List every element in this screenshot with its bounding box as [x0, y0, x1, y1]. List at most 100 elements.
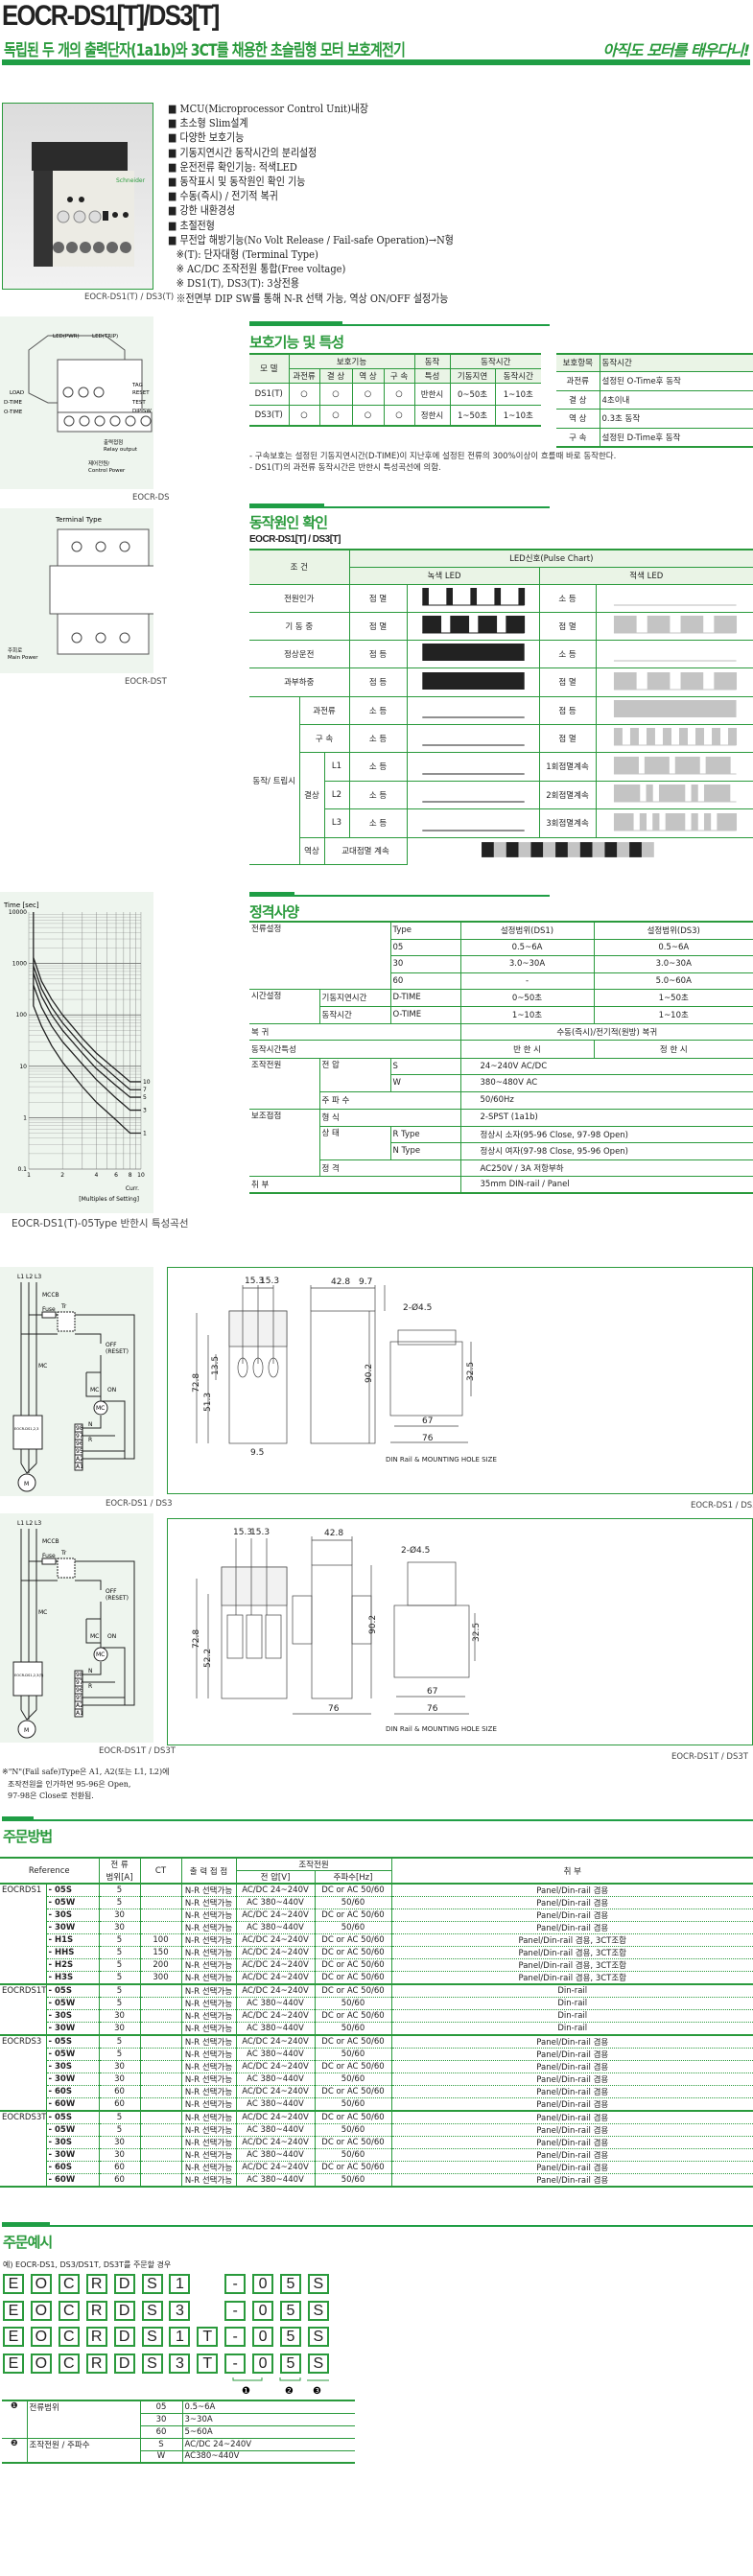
pulse-mark	[644, 756, 651, 774]
cell: 반 한 시	[459, 1039, 595, 1059]
reference-name	[0, 1896, 47, 1909]
cell: 정상시 여자(97-98 Close, 95-96 Open)	[459, 1141, 753, 1160]
wiring-label: MC	[90, 1387, 99, 1393]
pulse-mark	[694, 728, 704, 745]
svg-text:42.8: 42.8	[331, 1277, 350, 1287]
code-box: S	[141, 2327, 163, 2347]
legend-label: 전류범위	[27, 2400, 141, 2439]
mount: Panel/Din-rail 겸용	[391, 2123, 753, 2137]
frequency: 50/60	[315, 2123, 392, 2137]
green-state: 소 등	[348, 808, 408, 838]
contact: N-R 선택가능	[181, 2085, 237, 2098]
pulse-mark	[613, 728, 623, 745]
pulse-mark	[646, 728, 655, 745]
section-heading-cause: 동작원인 확인	[249, 514, 328, 531]
col-power: 조작전원	[236, 1858, 392, 1871]
contact: N-R 선택가능	[181, 2073, 237, 2086]
pulse-mark	[656, 756, 663, 774]
range: 30	[99, 1921, 141, 1934]
green-pulse	[406, 611, 540, 641]
mount: Panel/Din-rail 겸용, 3CT조합	[391, 1958, 753, 1972]
wiring-label: L2	[26, 1274, 33, 1280]
wiring-label: MCCB	[42, 1292, 59, 1299]
cell: 설정된 O-Time후 동작	[599, 370, 753, 391]
voltage: AC/DC 24~240V	[236, 1946, 316, 1959]
contact: N-R 선택가능	[181, 1921, 237, 1934]
range: 30	[99, 1909, 141, 1922]
code-box: C	[58, 2327, 80, 2347]
cell: ○	[288, 404, 320, 427]
model-code: - 30S	[46, 2009, 100, 2023]
svg-text:2-Ø4.5: 2-Ø4.5	[403, 1302, 432, 1313]
mount: Panel/Din-rail 겸용	[391, 2173, 753, 2188]
mount: Panel/Din-rail 겸용	[391, 2110, 753, 2124]
range: 5	[99, 1883, 141, 1897]
svg-text:76: 76	[328, 1704, 340, 1714]
mount: Panel/Din-rail 겸용, 3CT조합	[391, 1971, 753, 1985]
frequency: DC or AC 50/60	[315, 1909, 392, 1922]
svg-text:출력접점: 출력접점	[104, 438, 123, 446]
col-frequency: 주파수[Hz]	[315, 1870, 392, 1884]
red-state: 점 멸	[538, 667, 597, 697]
reference-name	[0, 1909, 47, 1922]
range: 5	[99, 1958, 141, 1972]
reference-name: EOCRDS3	[0, 2034, 47, 2049]
voltage: AC/DC 24~240V	[236, 1933, 316, 1947]
cell: 0.3초 동작	[599, 408, 753, 429]
code-box: 1	[169, 2327, 191, 2347]
ct	[140, 1997, 182, 2010]
cell: 수동(즉시)/전기적(원방) 복귀	[459, 1022, 753, 1041]
svg-text:15.3: 15.3	[250, 1528, 270, 1537]
red-state: 3회점멸계속	[538, 808, 597, 838]
reference-name: EOCRDS1	[0, 1883, 47, 1897]
range: 30	[99, 2022, 141, 2036]
pulse-mark	[421, 588, 429, 605]
pulse-mark	[613, 616, 625, 633]
cell: ○	[288, 382, 320, 406]
voltage: AC/DC 24~240V	[236, 2110, 316, 2124]
series-label: 3	[143, 1108, 147, 1114]
red-state: 소 등	[538, 639, 597, 668]
frequency: DC or AC 50/60	[315, 1946, 392, 1959]
cell: 5.0~60A	[593, 972, 753, 990]
model-code: - HHS	[46, 1946, 100, 1959]
pulse-mark	[680, 756, 688, 774]
pulse-mark	[729, 812, 737, 831]
condition: 과전류	[298, 695, 350, 725]
wiring-label: MCCB	[42, 1538, 59, 1545]
product-photo: Schneider	[2, 103, 153, 290]
voltage: AC 380~440V	[236, 2123, 316, 2137]
cell: 1~50초	[449, 404, 496, 427]
frequency: 50/60	[315, 1896, 392, 1909]
svg-text:90.2: 90.2	[365, 1364, 374, 1383]
col-contact: 출 력 접 점	[181, 1858, 237, 1884]
svg-text:90.2: 90.2	[368, 1615, 378, 1634]
pulse-mark	[658, 785, 666, 802]
voltage: AC/DC 24~240V	[236, 1909, 316, 1922]
y-tick-label: 1000	[12, 961, 27, 968]
svg-text:TEST: TEST	[131, 400, 146, 406]
svg-text:D-TIME: D-TIME	[4, 400, 22, 406]
voltage: AC/DC 24~240V	[236, 1983, 316, 1998]
wiring-label: MC	[90, 1633, 99, 1640]
red-state: 점 멸	[538, 723, 597, 753]
range: 5	[99, 1971, 141, 1985]
ct	[140, 2034, 182, 2049]
voltage: AC 380~440V	[236, 2173, 316, 2188]
voltage: AC 380~440V	[236, 1896, 316, 1909]
range: 30	[99, 2060, 141, 2073]
reference-name: EOCRDS3T	[0, 2110, 47, 2124]
ct	[140, 2161, 182, 2174]
feature-item: ■ 다양한 보호기능	[168, 130, 245, 145]
ct	[140, 2148, 182, 2162]
